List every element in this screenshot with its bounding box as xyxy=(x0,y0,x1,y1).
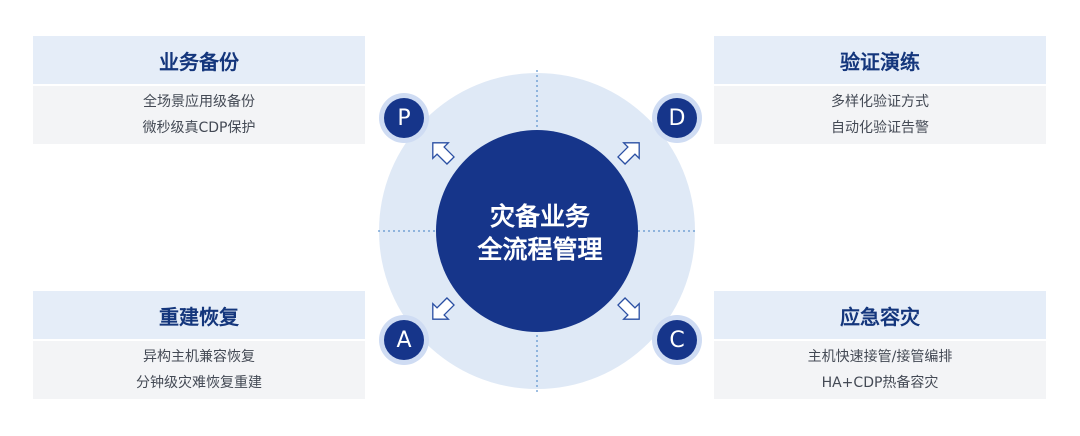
center-title-line1: 灾备业务 xyxy=(489,202,590,231)
card-line: 全场景应用级备份 xyxy=(143,94,255,110)
card-rebuild-recovery: 重建恢复 异构主机兼容恢复 分钟级灾难恢复重建 xyxy=(33,291,365,399)
card-business-backup: 业务备份 全场景应用级备份 微秒级真CDP保护 xyxy=(33,36,365,144)
card-body: 全场景应用级备份 微秒级真CDP保护 xyxy=(33,86,365,144)
center-title: 灾备业务 全流程管理 xyxy=(440,200,640,266)
card-title: 应急容灾 xyxy=(714,291,1046,339)
badge-c: C xyxy=(657,320,697,360)
card-line: 多样化验证方式 xyxy=(831,94,929,110)
arrow-icon-bottom-right xyxy=(617,297,640,320)
card-body: 主机快速接管/接管编排 HA+CDP热备容灾 xyxy=(714,341,1046,399)
card-line: 微秒级真CDP保护 xyxy=(142,120,256,136)
arrow-icon-top-right xyxy=(617,142,640,165)
card-emergency-dr: 应急容灾 主机快速接管/接管编排 HA+CDP热备容灾 xyxy=(714,291,1046,399)
center-title-line2: 全流程管理 xyxy=(477,235,603,264)
card-body: 多样化验证方式 自动化验证告警 xyxy=(714,86,1046,144)
badge-p: P xyxy=(384,98,424,138)
card-line: 主机快速接管/接管编排 xyxy=(807,349,953,365)
center-circle xyxy=(436,130,638,332)
card-verification-drill: 验证演练 多样化验证方式 自动化验证告警 xyxy=(714,36,1046,144)
badge-a: A xyxy=(384,320,424,360)
card-line: 异构主机兼容恢复 xyxy=(143,349,255,365)
card-body: 异构主机兼容恢复 分钟级灾难恢复重建 xyxy=(33,341,365,399)
card-title: 重建恢复 xyxy=(33,291,365,339)
arrow-icon-bottom-left xyxy=(432,297,455,320)
card-line: 自动化验证告警 xyxy=(831,120,929,136)
card-line: 分钟级灾难恢复重建 xyxy=(136,375,262,391)
card-title: 验证演练 xyxy=(714,36,1046,84)
card-title: 业务备份 xyxy=(33,36,365,84)
badge-d: D xyxy=(657,98,697,138)
card-line: HA+CDP热备容灾 xyxy=(821,375,939,391)
arrow-icon-top-left xyxy=(432,142,455,165)
